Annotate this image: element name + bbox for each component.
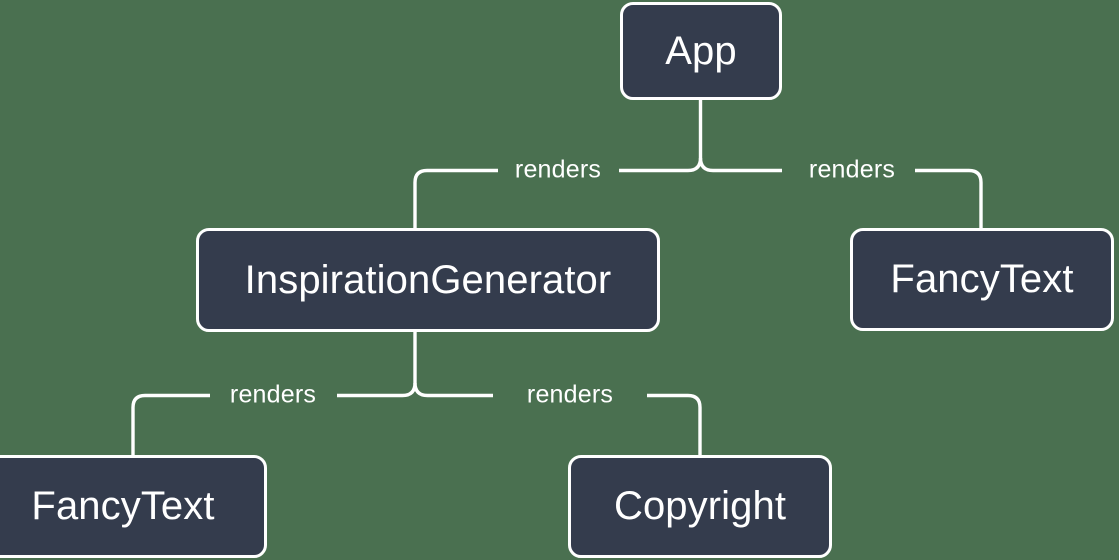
edge-app-to-fancytext-right-branch [698, 157, 782, 173]
edge-label-ig-to-copyright: renders [526, 380, 614, 409]
edge-ig-to-copyright-right-branch [413, 382, 493, 398]
edge-app-to-inspirationgenerator-left-branch [619, 157, 703, 173]
edge-label-app-to-fancytext: renders [808, 155, 896, 184]
edge-label-ig-to-fancytext: renders [229, 380, 317, 409]
edge-ig-to-fancytext-left-branch [337, 382, 417, 398]
edge-ig-to-copyright-horizontal [647, 393, 702, 456]
node-app-label: App [665, 28, 737, 73]
edge-ig-to-fancytext-horizontal [131, 393, 210, 456]
node-fancytext-bottom[interactable]: FancyText [0, 455, 267, 558]
node-fancytext-right[interactable]: FancyText [850, 228, 1114, 331]
edge-app-to-inspirationgenerator-horizontal [413, 168, 498, 228]
edge-app-to-fancytext-horizontal [915, 168, 983, 228]
node-inspirationgenerator[interactable]: InspirationGenerator [196, 228, 660, 332]
node-copyright[interactable]: Copyright [568, 455, 832, 558]
node-app[interactable]: App [620, 2, 782, 100]
node-fancytext-right-label: FancyText [890, 257, 1074, 301]
node-inspirationgenerator-label: InspirationGenerator [244, 257, 612, 302]
edge-label-app-to-inspirationgenerator: renders [514, 155, 602, 184]
node-fancytext-bottom-label: FancyText [31, 484, 215, 528]
node-copyright-label: Copyright [613, 484, 787, 528]
